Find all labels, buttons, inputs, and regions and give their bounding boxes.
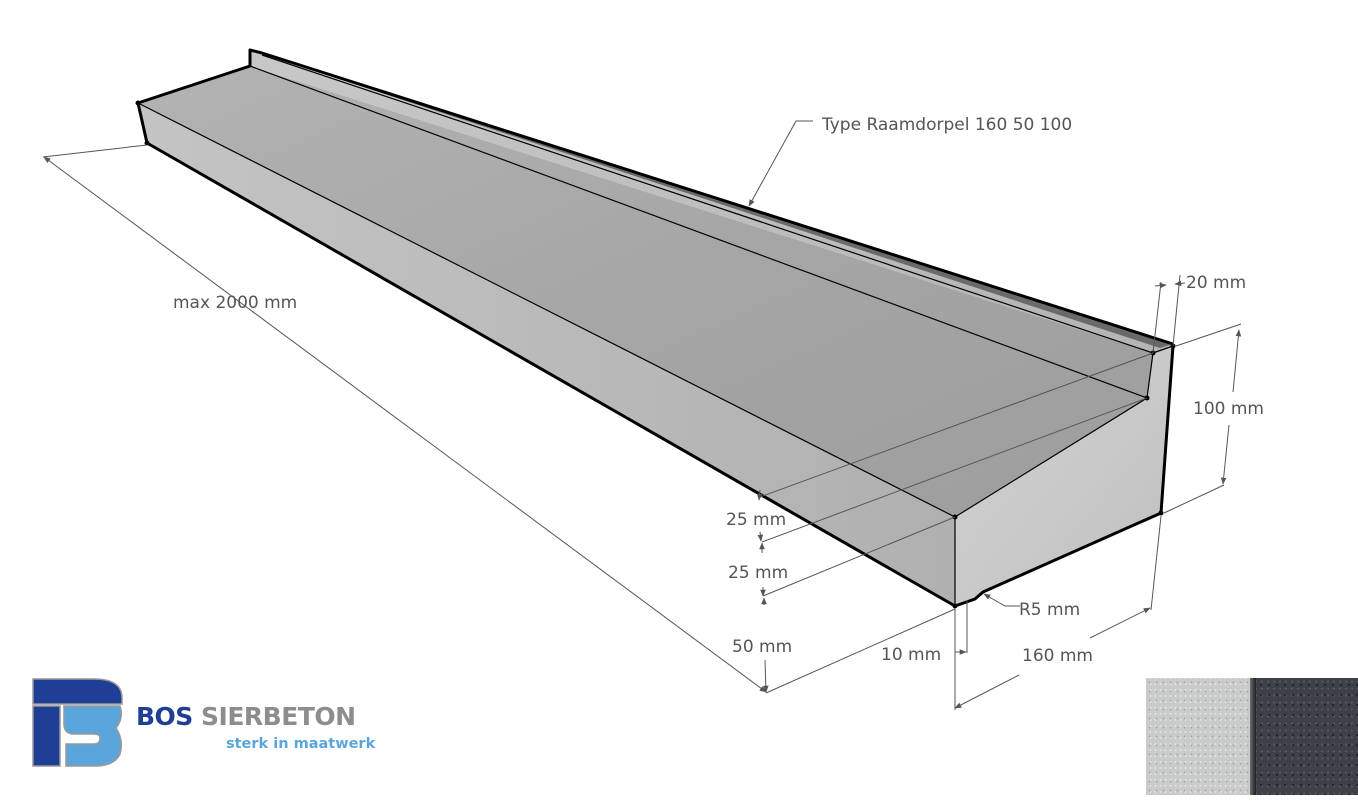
length-dimension: max 2000 mm xyxy=(173,293,297,313)
brand-tagline: sterk in maatwerk xyxy=(226,736,376,752)
brand-name: BOS SIERBETON xyxy=(136,702,356,731)
slope-rise-2-dimension: 25 mm xyxy=(728,563,788,583)
slope-rise-1-dimension: 25 mm xyxy=(726,510,786,530)
ledge-width-dimension: 20 mm xyxy=(1186,273,1246,293)
swatch-divider xyxy=(1250,678,1256,795)
drip-offset-dimension: 10 mm xyxy=(881,645,941,665)
end-face xyxy=(955,346,1173,606)
color-swatches xyxy=(1146,678,1358,795)
front-height-dimension: 50 mm xyxy=(732,637,792,657)
brand-name-part1: BOS xyxy=(136,702,193,731)
swatch-anthracite xyxy=(1256,678,1358,795)
swatch-light-grey xyxy=(1146,678,1250,795)
depth-dimension: 160 mm xyxy=(1022,646,1093,666)
product-label: Type Raamdorpel 160 50 100 xyxy=(821,115,1072,135)
brand-logo: BOS SIERBETON sterk in maatwerk xyxy=(32,678,382,768)
bs-monogram-icon xyxy=(32,678,123,767)
brand-name-part2: SIERBETON xyxy=(201,702,356,731)
height-dimension: 100 mm xyxy=(1193,399,1264,419)
drip-radius-dimension: R5 mm xyxy=(1019,600,1080,620)
